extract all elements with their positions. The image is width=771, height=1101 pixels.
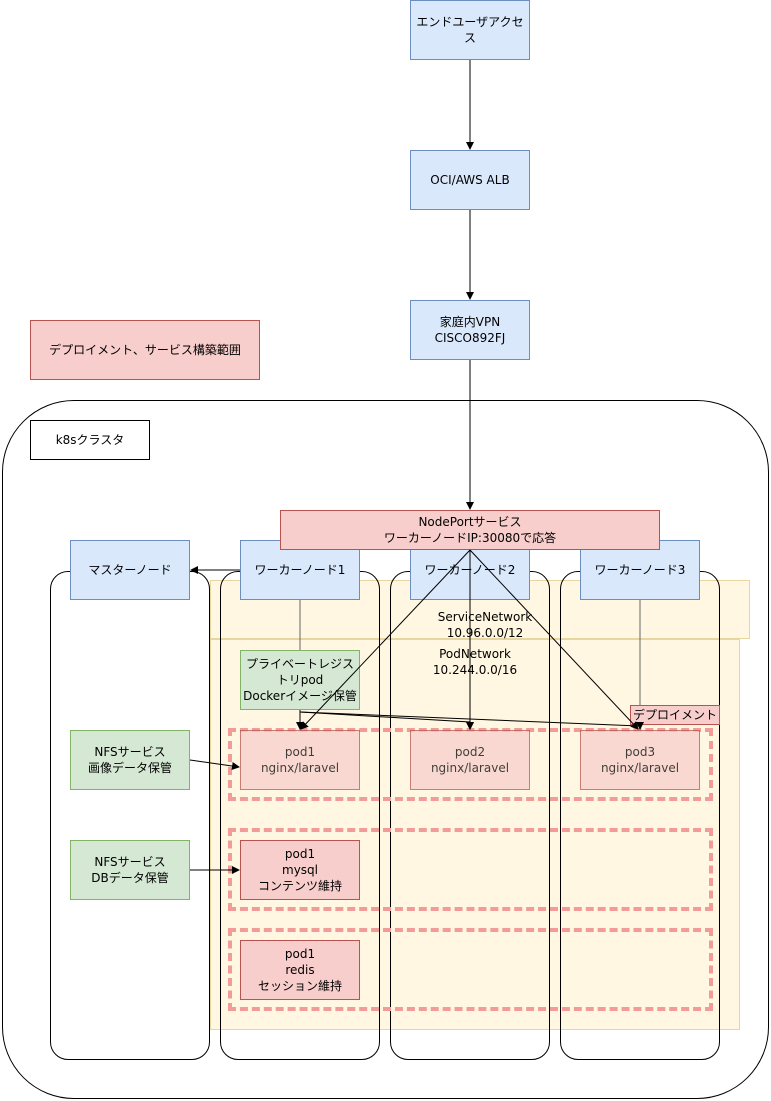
worker-node-3-label: ワーカーノード3	[594, 562, 686, 577]
vpn-label-1: 家庭内VPN	[439, 314, 501, 329]
k8s-cluster-boundary	[2, 400, 769, 1099]
cluster-title: k8sクラスタ	[55, 432, 125, 447]
pod-network-cidr: 10.244.0.0/16	[432, 663, 518, 678]
pod1-redis-label-3: セッション維持	[257, 979, 342, 994]
nfs-image-service: NFSサービス 画像データ保管	[70, 730, 190, 790]
nfs-db-service: NFSサービス DBデータ保管	[70, 840, 190, 900]
pod1-web-label-1: pod1	[284, 744, 316, 759]
pod1-mysql-label-2: mysql	[282, 862, 318, 877]
pod1-mysql-label-1: pod1	[284, 846, 316, 861]
redis-deployment-area	[228, 928, 713, 1011]
vpn-label-2: CISCO892FJ	[434, 331, 506, 345]
registry-label-3: Dockerイメージ保管	[243, 689, 357, 704]
worker-node-2-label: ワーカーノード2	[424, 562, 516, 577]
pod3-web-label-2: nginx/laravel	[600, 761, 680, 775]
service-network-cidr: 10.96.0.0/12	[446, 626, 524, 641]
cluster-title-box: k8sクラスタ	[30, 420, 150, 460]
pod2-web-label-2: nginx/laravel	[430, 761, 510, 775]
nodeport-service: NodePortサービス ワーカーノードIP:30080で応答	[280, 510, 660, 550]
deploy-scope-label: デプロイメント、サービス構築範囲	[49, 342, 241, 357]
deployment-tag-label: デプロイメント	[632, 707, 717, 722]
private-registry-pod: プライベートレジス トリpod Dockerイメージ保管	[240, 650, 360, 710]
deployment-tag: デプロイメント	[630, 705, 720, 725]
vpn-box: 家庭内VPN CISCO892FJ	[410, 300, 530, 360]
pod1-redis: pod1 redis セッション維持	[240, 940, 360, 1000]
pod1-redis-label-2: redis	[285, 962, 315, 977]
pod2-web: pod2 nginx/laravel	[410, 730, 530, 790]
pod2-web-label-1: pod2	[454, 744, 486, 759]
master-node: マスターノード	[70, 540, 190, 600]
end-user-access: エンドユーザアクセス	[410, 0, 530, 60]
alb-label: OCI/AWS ALB	[430, 172, 510, 187]
alb-box: OCI/AWS ALB	[410, 150, 530, 210]
deploy-scope-legend: デプロイメント、サービス構築範囲	[30, 320, 260, 380]
nfs-image-label-2: 画像データ保管	[87, 761, 172, 775]
pod1-web: pod1 nginx/laravel	[240, 730, 360, 790]
pod-network-label: PodNetwork 10.244.0.0/16	[410, 646, 540, 678]
pod1-mysql-label-3: コンテンツ維持	[257, 879, 342, 894]
nfs-db-label-2: DBデータ保管	[91, 871, 169, 885]
pod-network-name: PodNetwork	[439, 647, 511, 661]
nfs-image-label-1: NFSサービス	[94, 744, 166, 759]
nfs-db-label-1: NFSサービス	[94, 854, 166, 869]
registry-label-1: プライベートレジス	[245, 656, 354, 671]
pod1-web-label-2: nginx/laravel	[260, 761, 340, 775]
pod1-mysql: pod1 mysql コンテンツ維持	[240, 840, 360, 900]
nodeport-label-2: ワーカーノードIP:30080で応答	[383, 531, 557, 545]
pod3-web-label-1: pod3	[624, 744, 656, 759]
pod3-web: pod3 nginx/laravel	[580, 730, 700, 790]
service-network-label: ServiceNetwork 10.96.0.0/12	[420, 609, 550, 641]
master-node-column	[50, 571, 210, 1060]
pod1-redis-label-1: pod1	[284, 946, 316, 961]
registry-label-2: トリpod	[276, 672, 324, 687]
worker-node-1-label: ワーカーノード1	[254, 562, 346, 577]
service-network-name: ServiceNetwork	[437, 610, 533, 624]
nodeport-label-1: NodePortサービス	[418, 514, 522, 529]
end-user-label: エンドユーザアクセス	[416, 14, 524, 45]
master-node-label: マスターノード	[88, 562, 172, 577]
